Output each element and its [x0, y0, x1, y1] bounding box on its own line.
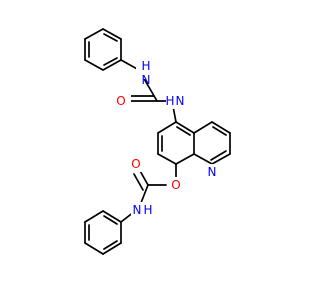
bond: [176, 126, 191, 136]
label-halo: [205, 164, 219, 180]
quinoline-core: [157, 121, 231, 165]
bond: [211, 121, 231, 134]
bond: [84, 242, 104, 255]
bottom-phenyl-ring: [84, 207, 140, 255]
label-halo: [169, 177, 183, 193]
bond: [103, 33, 118, 42]
bond: [211, 153, 231, 165]
label-halo: [115, 93, 131, 109]
atom-label-o-carbonyl: O: [131, 157, 140, 171]
atom-label-o-ester: O: [171, 178, 180, 192]
bond: [175, 121, 195, 134]
atom-label-nh-bottom-h: H: [143, 203, 152, 217]
atom-label-n-ring: N: [208, 165, 217, 179]
bond: [103, 240, 118, 250]
atom-label-nh-top: N: [142, 73, 151, 87]
bond: [157, 121, 177, 134]
bond: [84, 59, 104, 71]
bond: [157, 153, 177, 165]
bond: [102, 210, 122, 223]
bond: [84, 28, 104, 40]
bond: [103, 215, 118, 225]
bond: [102, 242, 122, 255]
atom-label-nh-mid-h: H: [165, 94, 174, 108]
bond: [102, 59, 122, 71]
bond: [212, 126, 227, 136]
atom-label-nh-bottom-n: N: [133, 203, 142, 217]
bond: [133, 173, 144, 191]
bond: [84, 210, 104, 223]
molecule-structure-diagram: H N O N H N O O N H: [84, 28, 231, 255]
bond: [193, 153, 213, 165]
bond: [210, 150, 227, 161]
label-halo: [136, 61, 154, 79]
top-phenyl-ring: [84, 28, 122, 71]
bond: [103, 57, 118, 66]
atom-labels: H N O N H N O O N H: [115, 59, 219, 218]
atom-label-nh-mid-n: N: [176, 94, 185, 108]
bond: [193, 121, 213, 134]
label-halo: [131, 202, 155, 218]
bond: [102, 28, 122, 40]
atom-label-nh-top-h: H: [141, 59, 150, 73]
atom-label-o-top: O: [116, 94, 125, 108]
label-halo: [129, 156, 143, 172]
bond: [175, 153, 195, 165]
label-halo: [166, 93, 190, 109]
